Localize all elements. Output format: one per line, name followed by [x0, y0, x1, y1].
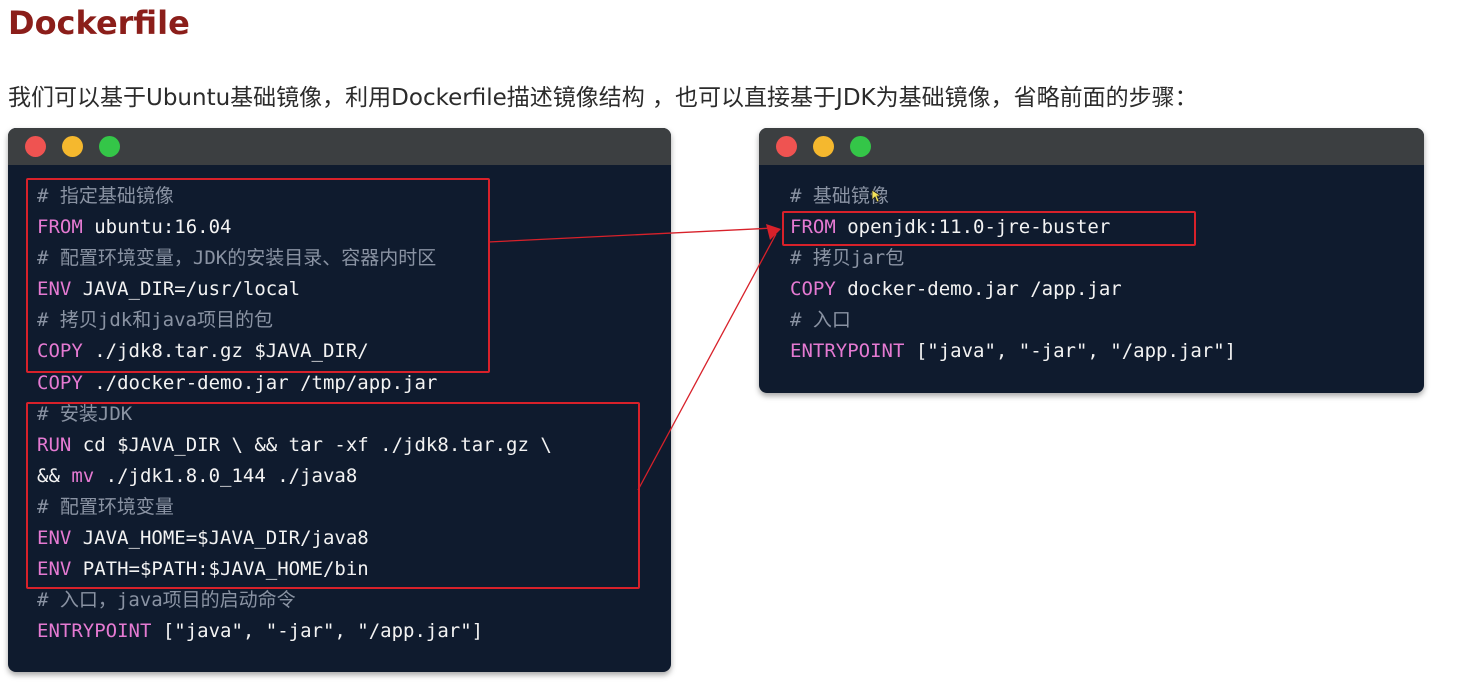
code-line: ENV JAVA_DIR=/usr/local	[37, 274, 552, 305]
code-keyword: ENV	[37, 527, 72, 550]
code-comment: # 配置环境变量，JDK的安装目录、容器内时区	[37, 247, 437, 270]
code-line: # 配置环境变量	[37, 492, 552, 523]
code-argument: JAVA_HOME=$JAVA_DIR/java8	[71, 527, 369, 550]
code-comment: # 拷贝jar包	[790, 247, 905, 270]
arrow-line-bottom	[637, 233, 777, 491]
left-code-window: # 指定基础镜像 FROM ubuntu:16.04 # 配置环境变量，JDK的安装…	[8, 128, 671, 672]
code-line: FROM ubuntu:16.04	[37, 212, 552, 243]
page-description: 我们可以基于Ubuntu基础镜像，利用Dockerfile描述镜像结构 ，也可以…	[8, 85, 1198, 111]
code-comment: # 配置环境变量	[37, 495, 174, 518]
code-line: RUN cd $JAVA_DIR \ && tar -xf ./jdk8.tar…	[37, 430, 552, 461]
code-argument: PATH=$PATH:$JAVA_HOME/bin	[71, 558, 369, 581]
code-comment: # 指定基础镜像	[37, 185, 174, 207]
code-line: # 拷贝jdk和java项目的包	[37, 305, 552, 336]
code-argument: openjdk:11.0-jre-buster	[835, 216, 1111, 239]
code-line: COPY docker-demo.jar /app.jar	[790, 274, 1236, 305]
code-line: ENV JAVA_HOME=$JAVA_DIR/java8	[37, 523, 552, 554]
code-line: # 拷贝jar包	[790, 243, 1236, 274]
code-argument: JAVA_DIR=/usr/local	[71, 278, 301, 301]
code-comment: # 入口，java项目的启动命令	[37, 589, 296, 612]
code-keyword: ENV	[37, 278, 72, 301]
code-argument: ["java", "-jar", "/app.jar"]	[151, 620, 484, 643]
code-line: FROM openjdk:11.0-jre-buster	[790, 212, 1236, 243]
code-line: # 入口	[790, 305, 1236, 336]
close-dot-icon[interactable]	[776, 136, 797, 157]
code-keyword: ENTRYPOINT	[790, 340, 905, 363]
code-keyword: COPY	[37, 340, 83, 363]
code-comment: # 基础镜像	[790, 185, 889, 207]
right-window-titlebar	[759, 128, 1424, 165]
code-argument: ./jdk8.tar.gz $JAVA_DIR/	[82, 340, 369, 363]
code-keyword: ENTRYPOINT	[37, 620, 152, 643]
code-argument: ./docker-demo.jar /tmp/app.jar	[82, 371, 438, 394]
code-line: # 配置环境变量，JDK的安装目录、容器内时区	[37, 243, 552, 274]
code-keyword: mv	[71, 464, 95, 487]
arrow-head	[766, 224, 781, 240]
code-argument: ["java", "-jar", "/app.jar"]	[904, 340, 1237, 363]
code-comment: # 安装JDK	[37, 402, 133, 425]
close-dot-icon[interactable]	[25, 136, 46, 157]
code-argument: ./jdk1.8.0_144 ./java8	[94, 464, 358, 487]
code-line: COPY ./docker-demo.jar /tmp/app.jar	[37, 368, 552, 399]
code-operator: &&	[37, 464, 72, 487]
code-keyword: COPY	[790, 278, 836, 301]
code-keyword: FROM	[37, 216, 83, 239]
mouse-cursor-icon	[871, 189, 883, 203]
code-keyword: FROM	[790, 216, 836, 239]
right-code-block: # 基础镜像 FROM openjdk:11.0-jre-buster # 拷贝ja…	[790, 181, 1236, 368]
code-line: ENTRYPOINT ["java", "-jar", "/app.jar"]	[37, 616, 552, 647]
code-line: && mv ./jdk1.8.0_144 ./java8	[37, 461, 552, 492]
code-argument: docker-demo.jar /app.jar	[835, 278, 1122, 301]
code-argument: cd $JAVA_DIR \ && tar -xf ./jdk8.tar.gz …	[71, 433, 552, 456]
arrow-line-top	[487, 227, 775, 243]
code-line: COPY ./jdk8.tar.gz $JAVA_DIR/	[37, 336, 552, 367]
code-argument: ubuntu:16.04	[82, 216, 232, 239]
left-code-block: # 指定基础镜像 FROM ubuntu:16.04 # 配置环境变量，JDK的安装…	[37, 181, 552, 647]
code-comment: # 入口	[790, 309, 851, 332]
code-line: ENTRYPOINT ["java", "-jar", "/app.jar"]	[790, 336, 1236, 367]
code-keyword: ENV	[37, 558, 72, 581]
left-window-titlebar	[8, 128, 671, 165]
code-comment: # 拷贝jdk和java项目的包	[37, 309, 273, 332]
minimize-dot-icon[interactable]	[62, 136, 83, 157]
code-line: # 指定基础镜像	[37, 181, 552, 212]
code-line: # 基础镜像	[790, 181, 1236, 212]
maximize-dot-icon[interactable]	[850, 136, 871, 157]
code-keyword: RUN	[37, 433, 72, 456]
code-keyword: COPY	[37, 371, 83, 394]
code-line: # 入口，java项目的启动命令	[37, 585, 552, 616]
page-title: Dockerfile	[8, 4, 190, 42]
minimize-dot-icon[interactable]	[813, 136, 834, 157]
code-line: # 安装JDK	[37, 399, 552, 430]
code-line: ENV PATH=$PATH:$JAVA_HOME/bin	[37, 554, 552, 585]
maximize-dot-icon[interactable]	[99, 136, 120, 157]
right-code-window: # 基础镜像 FROM openjdk:11.0-jre-buster # 拷贝ja…	[759, 128, 1424, 393]
